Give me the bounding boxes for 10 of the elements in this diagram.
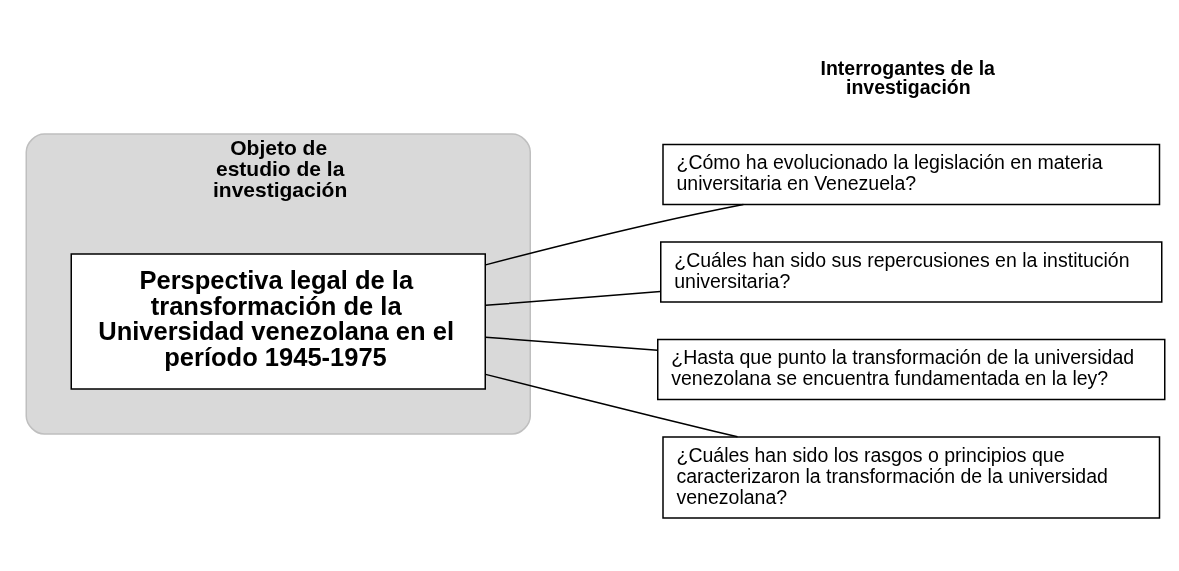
node-box: ¿Cuáles han sido sus repercusiones en la institución universitaria? — [660, 241, 1163, 303]
node-box: Perspectiva legal de la transformación de la Universidad venezolana en el período 1945-1975 — [70, 253, 486, 390]
label: Interrogantes de la investigación — [820, 56, 995, 99]
connector — [484, 290, 662, 307]
connector — [484, 203, 745, 266]
node-box: ¿Hasta que punto la transformación de la universidad venezolana se encuentra fundamentada en la ley? — [657, 338, 1166, 401]
node-box: ¿Cómo ha evolucionado la legislación en materia universitaria en Venezuela? — [662, 143, 1161, 206]
node-box: ¿Cuáles han sido los rasgos o principios que caracterizaron la transformación de la universidad venezolana? — [662, 436, 1161, 519]
connector — [484, 336, 659, 352]
connector — [484, 373, 739, 438]
